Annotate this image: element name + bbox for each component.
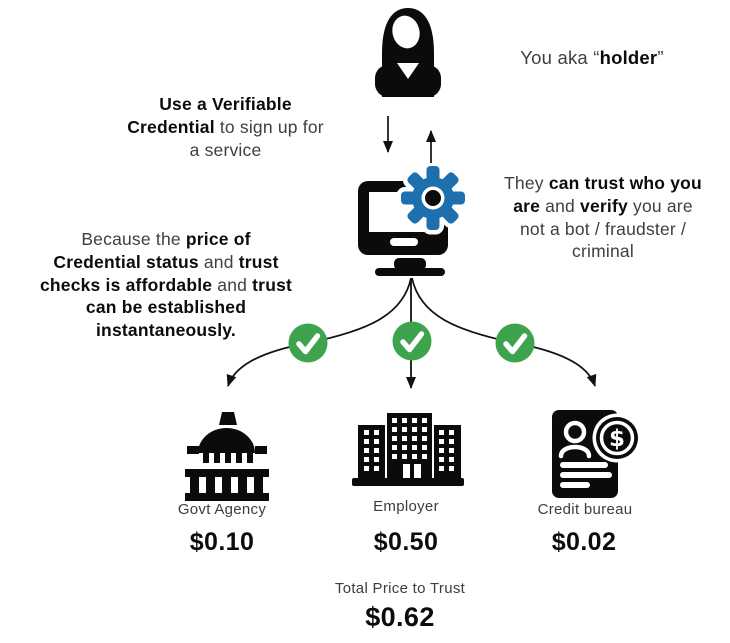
verifier-computer-icon: [350, 161, 470, 276]
office-building-icon: [352, 411, 464, 486]
settings-gear-icon: [396, 161, 470, 235]
svg-text:$: $: [609, 426, 625, 452]
trust-note: They can trust who you are and verify yo…: [504, 173, 702, 262]
verifier-label-employer: Employer: [373, 498, 439, 515]
verified-check-icon: [495, 323, 535, 363]
verified-check-icon: [288, 323, 328, 363]
holder-person-icon: [373, 5, 443, 97]
because-note: Because the price of Credential status a…: [39, 229, 293, 340]
verifier-price-employer: $0.50: [373, 528, 439, 556]
verifier-label-credit: Credit bureau: [537, 501, 633, 518]
verified-check-icon: [392, 321, 432, 361]
holder-caption: You aka “holder”: [520, 47, 664, 68]
dollar-coin-icon: $: [592, 413, 642, 463]
government-building-icon: [182, 408, 272, 502]
total-price-label: Total Price to Trust: [334, 580, 466, 597]
verifier-label-govt: Govt Agency: [177, 501, 267, 518]
verifier-price-govt: $0.10: [189, 528, 255, 556]
verifier-price-credit: $0.02: [551, 528, 617, 556]
total-price-value: $0.62: [365, 602, 435, 632]
signup-note: Use a Verifiable Credential to sign up f…: [127, 94, 324, 160]
credit-report-icon: $: [549, 405, 649, 500]
